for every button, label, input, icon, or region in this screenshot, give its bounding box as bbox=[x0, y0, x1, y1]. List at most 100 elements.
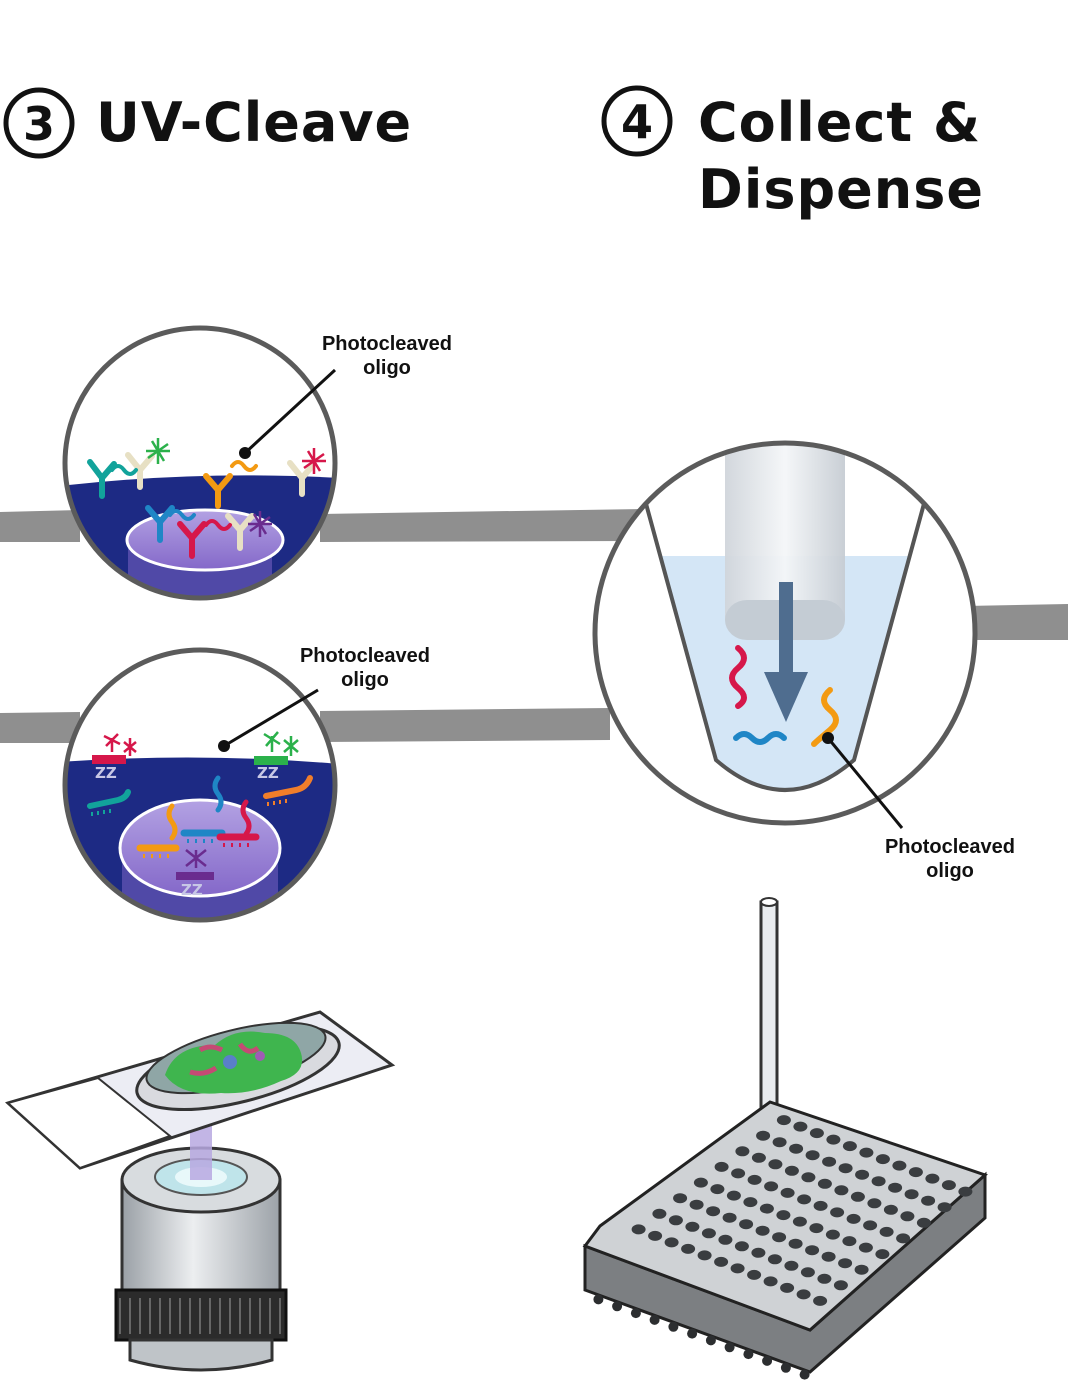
step-number-circle bbox=[601, 85, 673, 157]
plate-well bbox=[937, 1202, 952, 1213]
plate-foot bbox=[593, 1294, 604, 1305]
plate-well bbox=[838, 1163, 853, 1174]
plate-well bbox=[734, 1241, 749, 1252]
plate-foot bbox=[649, 1314, 660, 1325]
plate-well bbox=[789, 1143, 804, 1154]
oligo-squiggle-icon bbox=[240, 799, 252, 837]
plate-well bbox=[722, 1212, 737, 1223]
plate-well bbox=[908, 1167, 923, 1178]
plate-well bbox=[714, 1161, 729, 1172]
plate-well bbox=[796, 1289, 811, 1300]
plate-well bbox=[833, 1280, 848, 1291]
plate-well bbox=[772, 1137, 787, 1148]
plate-well bbox=[731, 1168, 746, 1179]
step-4-title-line-2: Dispense bbox=[698, 158, 984, 221]
plate-well bbox=[718, 1234, 733, 1245]
plate-well bbox=[896, 1233, 911, 1244]
plate-well bbox=[838, 1258, 853, 1269]
plate-well bbox=[826, 1134, 841, 1145]
plate-well bbox=[673, 1193, 688, 1204]
step-number-circle bbox=[3, 87, 75, 159]
plate-well bbox=[855, 1169, 870, 1180]
plate-well bbox=[780, 1187, 795, 1198]
plate-well bbox=[900, 1211, 915, 1222]
callout-dot bbox=[218, 740, 230, 752]
probe-barcode-icon bbox=[180, 829, 226, 843]
plate-well bbox=[879, 1226, 894, 1237]
antibody-icon bbox=[203, 473, 233, 509]
plate-foot bbox=[743, 1349, 754, 1360]
plate-well bbox=[958, 1186, 973, 1197]
oligo-squiggle-icon bbox=[733, 731, 787, 745]
antibody-icon bbox=[177, 521, 207, 559]
probe-barcode-icon: ZZ bbox=[176, 849, 214, 899]
plate-well bbox=[648, 1230, 663, 1241]
callout-label-line-2: oligo bbox=[363, 357, 411, 379]
plate-well bbox=[805, 1150, 820, 1161]
connector-bars bbox=[0, 509, 1068, 743]
plate-well bbox=[681, 1243, 696, 1254]
plate-well bbox=[821, 1251, 836, 1262]
callout-dot bbox=[822, 732, 834, 744]
plate-well bbox=[892, 1160, 907, 1171]
plate-foot bbox=[799, 1369, 810, 1380]
antibody-icon bbox=[87, 459, 117, 499]
plate-well bbox=[801, 1172, 816, 1183]
oligo-squiggle-icon bbox=[168, 509, 196, 521]
plate-well bbox=[925, 1173, 940, 1184]
step-3-heading: 3 UV-Cleave bbox=[3, 87, 412, 159]
plate-well bbox=[689, 1199, 704, 1210]
step-4-heading: 4 Collect & Dispense bbox=[601, 85, 984, 221]
tube-wall bbox=[643, 499, 927, 792]
plate-foot bbox=[724, 1342, 735, 1353]
plate-well bbox=[668, 1215, 683, 1226]
plate-foot bbox=[668, 1321, 679, 1332]
plate-foot bbox=[612, 1301, 623, 1312]
probe-barcode-icon bbox=[136, 844, 180, 858]
step-3-number: 3 bbox=[23, 97, 55, 151]
plate-well bbox=[743, 1197, 758, 1208]
svg-text:ZZ: ZZ bbox=[257, 764, 279, 782]
plate-well bbox=[747, 1269, 762, 1280]
plate-well bbox=[755, 1225, 770, 1236]
plate-well bbox=[875, 1249, 890, 1260]
microscope-objective-icon bbox=[114, 1090, 288, 1372]
svg-text:ZZ: ZZ bbox=[181, 881, 203, 899]
plate-well bbox=[871, 1176, 886, 1187]
plate-well bbox=[854, 1264, 869, 1275]
plate-well bbox=[710, 1184, 725, 1195]
probe-panel: ZZ ZZ bbox=[62, 645, 430, 923]
antibody-icon bbox=[145, 505, 175, 543]
oligo-squiggle-icon bbox=[212, 775, 224, 813]
probe-barcode-icon bbox=[216, 833, 260, 847]
plate-well bbox=[763, 1276, 778, 1287]
plate-well bbox=[809, 1223, 824, 1234]
plate-well bbox=[776, 1115, 791, 1126]
plate-well bbox=[875, 1154, 890, 1165]
oligo-squiggle-icon bbox=[811, 687, 839, 747]
plate-well bbox=[780, 1282, 795, 1293]
plate-well bbox=[697, 1250, 712, 1261]
callout-dot bbox=[239, 447, 251, 459]
step-4-number: 4 bbox=[621, 95, 653, 149]
plate-well bbox=[825, 1229, 840, 1240]
plate-well bbox=[652, 1208, 667, 1219]
plate-well bbox=[805, 1245, 820, 1256]
plate-well bbox=[883, 1204, 898, 1215]
callout-label-line-2: oligo bbox=[926, 860, 974, 882]
step-3-title: UV-Cleave bbox=[96, 91, 412, 154]
plate-well bbox=[797, 1194, 812, 1205]
plate-well bbox=[751, 1152, 766, 1163]
plate-well bbox=[858, 1242, 873, 1253]
plate-well bbox=[706, 1206, 721, 1217]
plate-foot bbox=[705, 1335, 716, 1346]
probe-barcode-icon: ZZ bbox=[254, 731, 299, 782]
plate-well bbox=[756, 1130, 771, 1141]
plate-well bbox=[772, 1232, 787, 1243]
roi-disc bbox=[118, 798, 282, 898]
plate-well bbox=[809, 1128, 824, 1139]
plate-well bbox=[916, 1217, 931, 1228]
callout-label-line-1: Photocleaved bbox=[885, 836, 1015, 858]
plate-well bbox=[735, 1146, 750, 1157]
